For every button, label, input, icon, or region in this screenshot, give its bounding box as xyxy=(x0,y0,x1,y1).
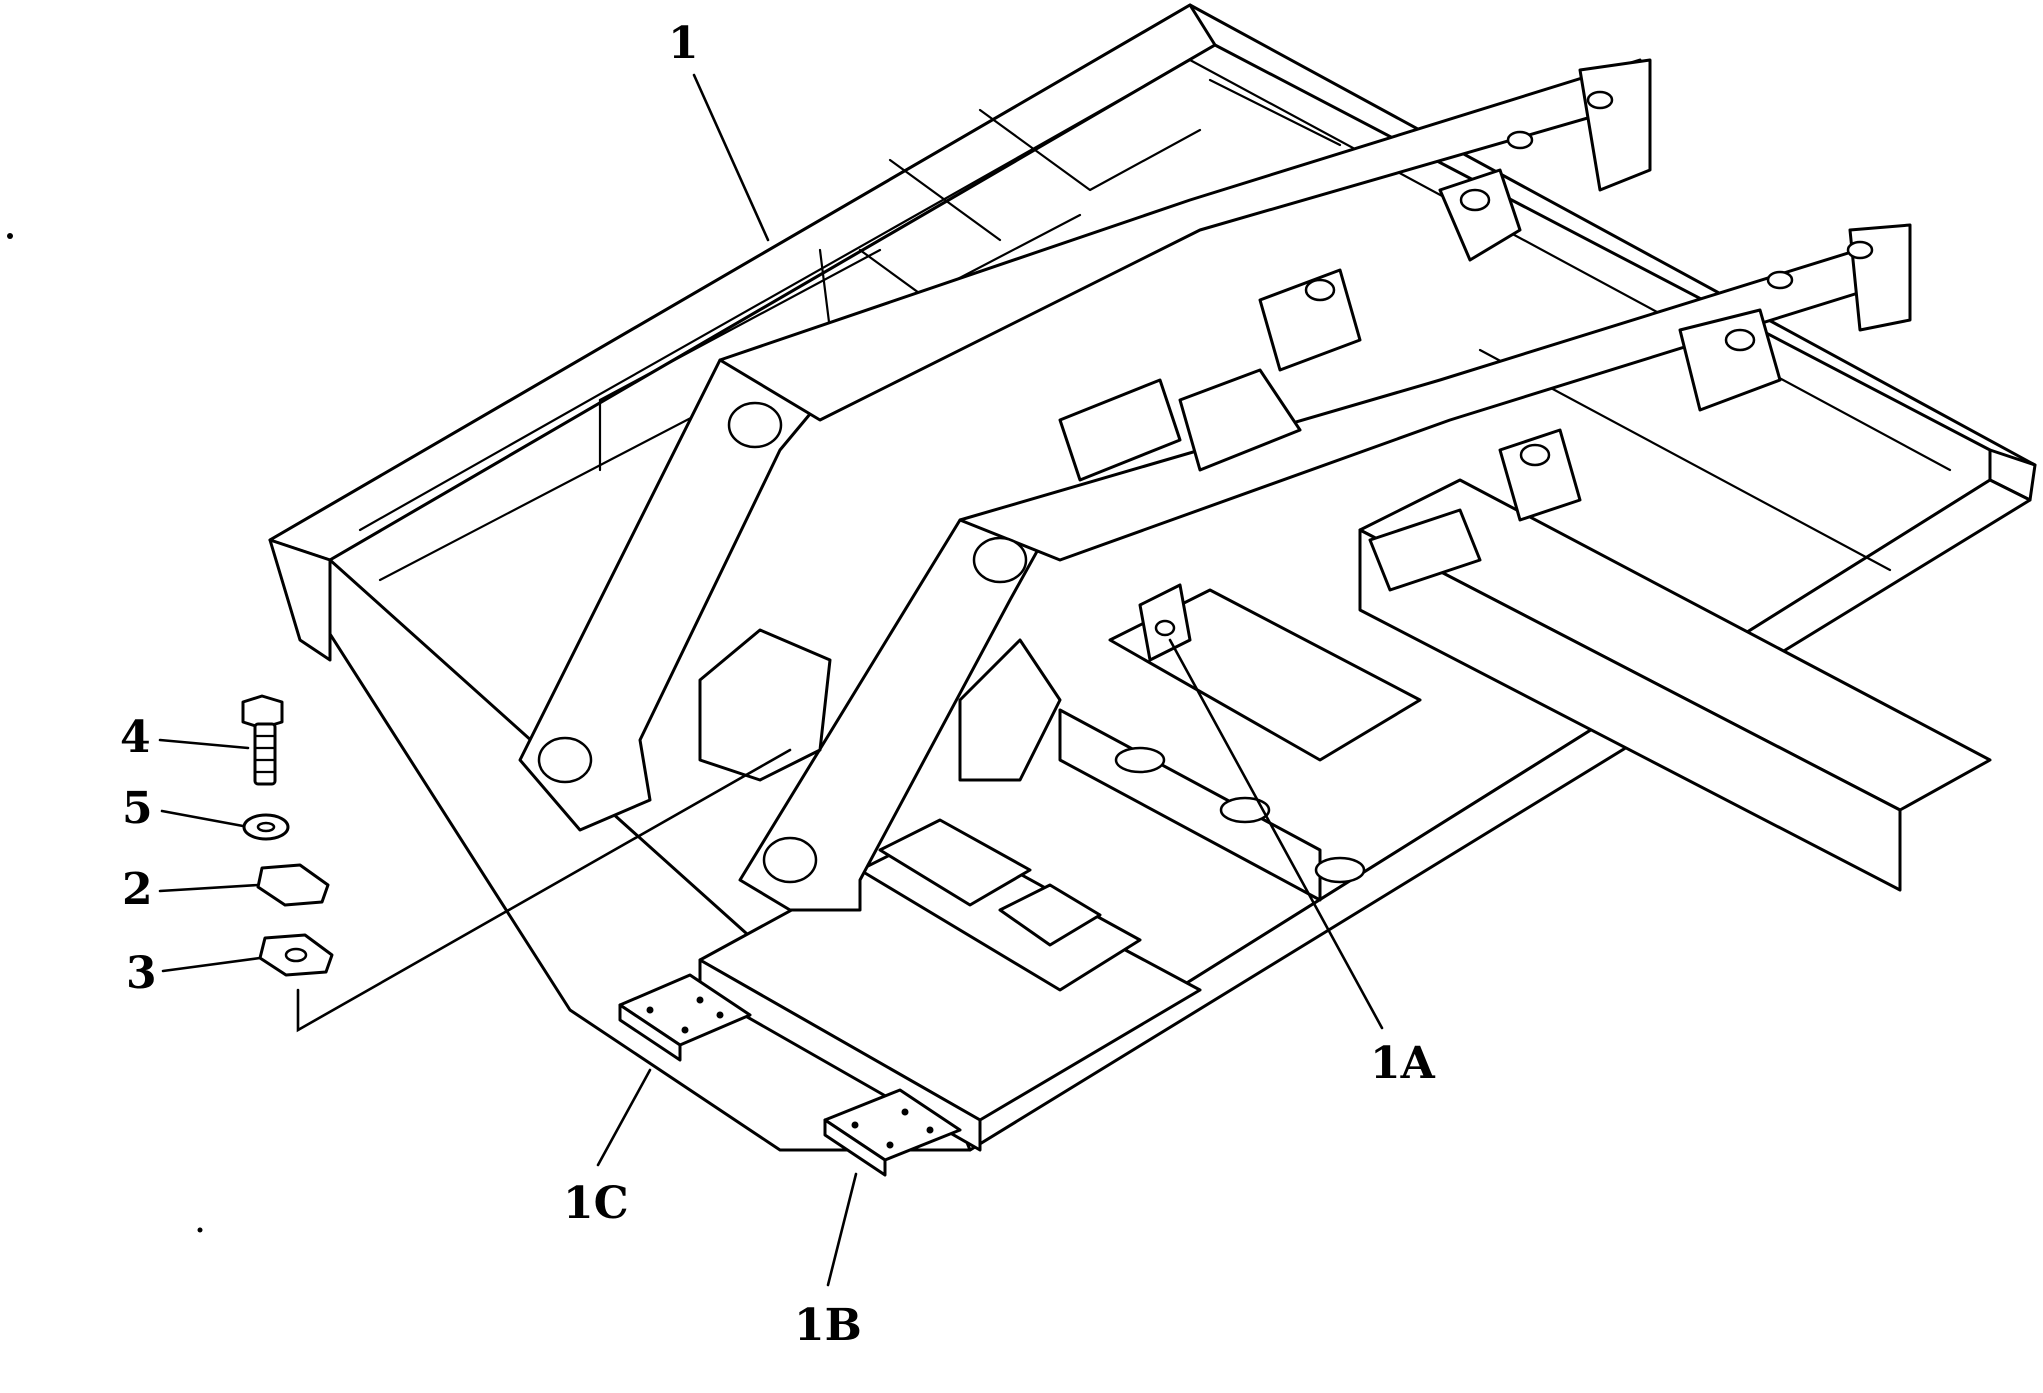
callout-1C: 1C xyxy=(563,1178,629,1229)
right-lift-arm xyxy=(738,223,1912,912)
cover-plate-part-3 xyxy=(258,933,334,977)
center-tower xyxy=(698,368,1482,782)
callout-3: 3 xyxy=(126,948,157,999)
callout-labels: 1 1A 1C 1B 4 5 2 3 xyxy=(120,18,1436,1351)
callout-1A: 1A xyxy=(1370,1038,1436,1089)
stray-marks xyxy=(7,233,203,1233)
callout-4: 4 xyxy=(120,712,151,763)
mounting-pad-1C xyxy=(618,973,752,1062)
washer-part-5 xyxy=(242,813,290,841)
left-lift-arm xyxy=(518,58,1652,832)
callout-2: 2 xyxy=(122,864,153,915)
mounting-pad-1A xyxy=(1138,583,1192,662)
leader-lines xyxy=(158,73,1384,1287)
callout-1B: 1B xyxy=(794,1300,862,1351)
callout-5: 5 xyxy=(122,783,153,834)
callout-1: 1 xyxy=(668,18,699,69)
mounting-pad-1B xyxy=(823,1088,962,1177)
gasket-part-2 xyxy=(256,863,330,907)
main-frame xyxy=(268,3,2037,1152)
bolt-part-4 xyxy=(241,694,284,786)
